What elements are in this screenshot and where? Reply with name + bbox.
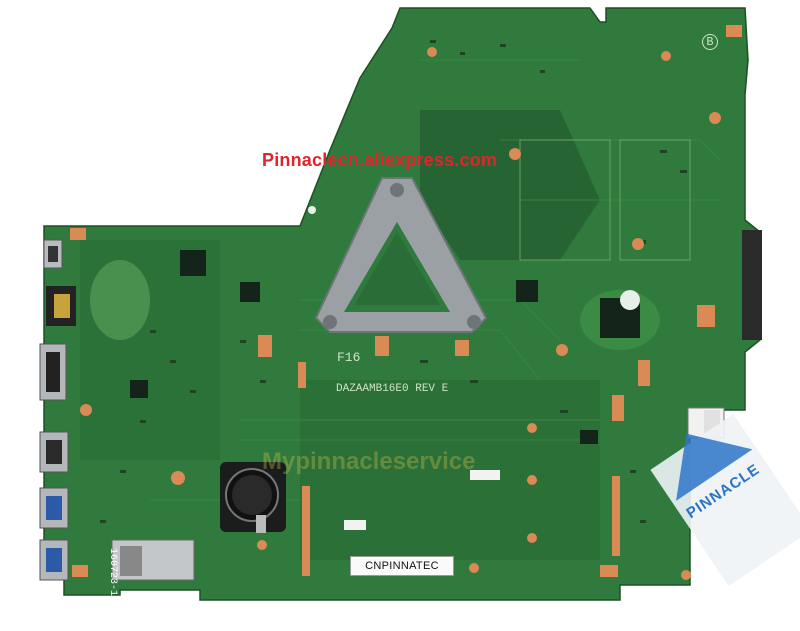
corner-letter-text: B <box>702 34 718 50</box>
ic-chips <box>130 250 640 444</box>
pinnacle-logo: PINNACLE <box>634 394 800 606</box>
mounting-hole <box>308 206 316 214</box>
pinnacle-logo-graphic <box>650 414 800 586</box>
mounting-hole <box>620 290 640 310</box>
usb-c-port-inner <box>48 246 58 262</box>
bottom-connector <box>344 520 366 530</box>
pcb-highlight <box>90 260 150 340</box>
store-watermark: Pinnaclecn.aliexpress.com <box>262 150 498 170</box>
left-ports <box>39 239 76 581</box>
copper-pads <box>70 25 742 580</box>
ram-slot-area <box>519 139 691 261</box>
pcb-shaded-region <box>420 110 600 260</box>
card-slot-code-text: 160723-1 <box>107 548 118 597</box>
cpu-mark-text: F16 <box>337 350 361 365</box>
board-model-text: DAZAAMB16E0 REV E <box>336 383 449 395</box>
cmos-battery <box>220 462 286 533</box>
pcb-shaded-region <box>80 240 220 460</box>
service-watermark: Mypinnacleservice <box>262 448 476 475</box>
bottom-connector <box>470 470 500 480</box>
serial-sticker: CNPINNATEC <box>350 556 454 576</box>
card-reader <box>111 539 195 581</box>
sata-connector <box>742 230 762 340</box>
cpu-bracket <box>314 177 488 333</box>
